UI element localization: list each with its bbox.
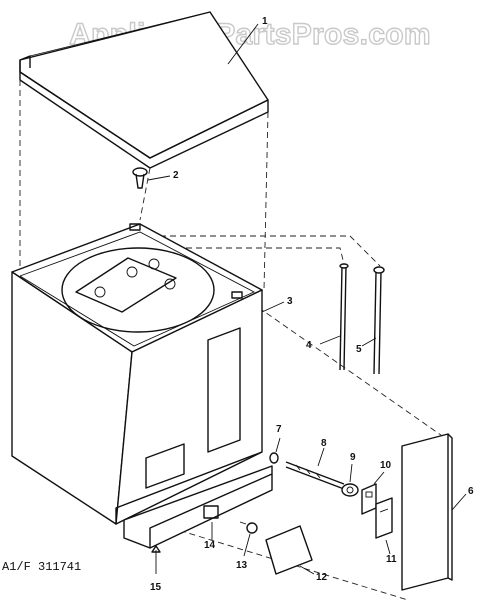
callout-13: 13: [236, 560, 248, 571]
part-11-latch: [375, 497, 393, 539]
leader-8: [317, 447, 325, 467]
leader-9: [349, 463, 353, 483]
callout-5: 5: [356, 344, 362, 355]
part-2-leveling-leg: [132, 167, 148, 189]
callout-15: 15: [150, 582, 162, 593]
part-5-rod: [373, 266, 385, 375]
part-6-side-panel: [401, 433, 453, 591]
leader-11: [385, 539, 391, 555]
callout-3: 3: [287, 296, 293, 307]
leader-12: [299, 565, 315, 575]
leader-6: [451, 493, 467, 511]
callout-2: 2: [173, 170, 179, 181]
part-13-knob: [239, 521, 258, 534]
callout-11: 11: [386, 554, 397, 565]
callout-12: 12: [316, 572, 328, 583]
callout-14: 14: [204, 540, 216, 551]
callout-7: 7: [276, 424, 282, 435]
model-number-label: A1/F 311741: [2, 560, 81, 574]
leader-13: [243, 533, 251, 557]
leader-10: [373, 471, 385, 485]
leader-4: [319, 335, 341, 345]
part-12-pad: [265, 525, 313, 575]
part-14-tab: [203, 505, 219, 519]
part-3-cabinet: [11, 223, 263, 525]
part-7-washer: [269, 452, 279, 464]
callout-4: 4: [306, 340, 312, 351]
part-9-clip: [341, 483, 359, 497]
leader-3: [261, 301, 285, 313]
leader-2: [147, 175, 171, 181]
callout-6: 6: [468, 486, 474, 497]
part-10-bracket: [361, 483, 377, 515]
leader-7: [275, 437, 281, 453]
part-8-bolt: [285, 461, 345, 490]
part-1-top-panel: [19, 11, 269, 169]
callout-1: 1: [262, 16, 268, 27]
leader-5: [361, 337, 377, 347]
leader-1: [227, 23, 259, 65]
alignment-lines: [19, 80, 449, 600]
callout-8: 8: [321, 438, 327, 449]
part-4-rod: [339, 263, 349, 371]
part-15-toe-panel: [123, 465, 273, 549]
callout-9: 9: [350, 452, 356, 463]
callout-10: 10: [380, 460, 392, 471]
